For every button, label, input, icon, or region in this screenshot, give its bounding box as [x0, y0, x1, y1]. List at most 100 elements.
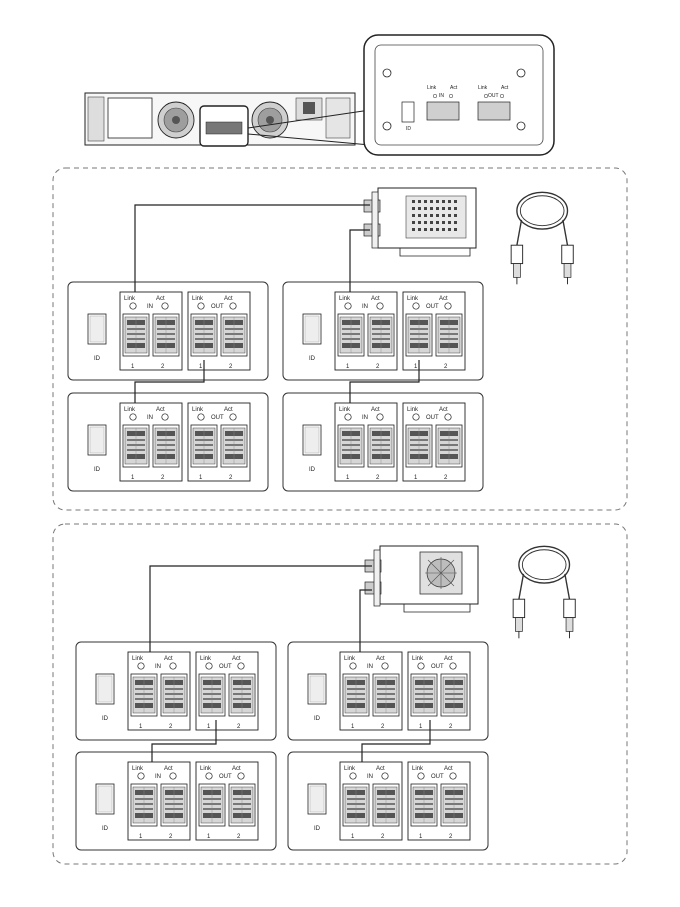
rear-chassis: [84, 92, 371, 147]
cable-icon-2: [512, 545, 576, 639]
id-label: ID: [314, 826, 321, 832]
act-label-in: Act: [156, 407, 165, 413]
zoom-out-label: OUT: [488, 93, 499, 99]
id-label: ID: [309, 356, 316, 362]
link-label-out: Link: [407, 407, 419, 413]
act-label-in: Act: [376, 766, 385, 772]
hba-card-2: [364, 545, 479, 613]
link-label-in: Link: [344, 766, 356, 772]
zoom-link-label-2: Link: [478, 85, 488, 91]
cable-icon-1: [510, 191, 574, 285]
link-label-in: Link: [344, 656, 356, 662]
port-1-label-in: 1: [351, 834, 355, 840]
act-label-out: Act: [224, 296, 233, 302]
zoom-act-label-2: Act: [501, 85, 509, 91]
port-1-label-in: 1: [346, 364, 350, 370]
link-label-out: Link: [200, 656, 212, 662]
act-label-in: Act: [156, 296, 165, 302]
port-1-label-in: 1: [346, 475, 350, 481]
out-label: OUT: [219, 664, 232, 670]
port-2-label-in: 2: [169, 724, 173, 730]
in-label: IN: [147, 415, 153, 421]
link-label-in: Link: [124, 296, 136, 302]
unit-2b: [288, 642, 488, 740]
link-label-in: Link: [339, 407, 351, 413]
id-label: ID: [309, 467, 316, 473]
link-label-out: Link: [412, 766, 424, 772]
out-label: OUT: [426, 304, 439, 310]
act-label-in: Act: [164, 766, 173, 772]
port-2-label-in: 2: [381, 724, 385, 730]
link-label-in: Link: [132, 766, 144, 772]
unit-1b: [283, 282, 483, 380]
link-label-in: Link: [124, 407, 136, 413]
port-2-label-out: 2: [229, 364, 233, 370]
zoom-in-label: IN: [439, 93, 444, 99]
cables-section-1: [134, 204, 420, 403]
port-2-label-out: 2: [449, 724, 453, 730]
unit-2a: [76, 642, 276, 740]
port-2-label-in: 2: [169, 834, 173, 840]
port-2-label-in: 2: [161, 364, 165, 370]
port-1-label-out: 1: [199, 475, 203, 481]
port-2-label-in: 2: [381, 834, 385, 840]
act-label-in: Act: [371, 407, 380, 413]
port-1-label-in: 1: [139, 724, 143, 730]
out-label: OUT: [219, 774, 232, 780]
unit-2c: [76, 752, 276, 850]
id-label: ID: [102, 716, 109, 722]
cables-section-2: [149, 565, 431, 762]
in-label: IN: [367, 774, 373, 780]
out-label: OUT: [431, 774, 444, 780]
port-1-label-out: 1: [207, 724, 211, 730]
unit-1d: [283, 393, 483, 491]
port-2-label-out: 2: [449, 834, 453, 840]
port-2-label-in: 2: [376, 364, 380, 370]
in-label: IN: [362, 415, 368, 421]
port-2-label-out: 2: [237, 724, 241, 730]
in-label: IN: [362, 304, 368, 310]
port-2-label-out: 2: [229, 475, 233, 481]
port-1-label-in: 1: [131, 364, 135, 370]
port-2-label-out: 2: [444, 364, 448, 370]
out-label: OUT: [426, 415, 439, 421]
zoom-link-label: Link: [427, 85, 437, 91]
unit-2d: [288, 752, 488, 850]
zoom-act-label: Act: [450, 85, 458, 91]
out-label: OUT: [211, 415, 224, 421]
act-label-out: Act: [224, 407, 233, 413]
link-label-out: Link: [412, 656, 424, 662]
port-2-label-out: 2: [237, 834, 241, 840]
port-1-label-in: 1: [131, 475, 135, 481]
act-label-in: Act: [376, 656, 385, 662]
act-label-out: Act: [232, 766, 241, 772]
id-label: ID: [102, 826, 109, 832]
out-label: OUT: [431, 664, 444, 670]
act-label-out: Act: [439, 296, 448, 302]
port-1-label-out: 1: [199, 364, 203, 370]
port-2-label-in: 2: [161, 475, 165, 481]
port-2-label-in: 2: [376, 475, 380, 481]
section-2: [52, 523, 628, 865]
in-label: IN: [155, 774, 161, 780]
zoom-id-label: ID: [406, 126, 411, 132]
port-1-label-out: 1: [207, 834, 211, 840]
id-label: ID: [314, 716, 321, 722]
in-label: IN: [155, 664, 161, 670]
section-1: [52, 167, 628, 511]
unit-1a: [68, 282, 268, 380]
link-label-out: Link: [192, 407, 204, 413]
port-2-label-out: 2: [444, 475, 448, 481]
unit-1c: [68, 393, 268, 491]
act-label-out: Act: [232, 656, 241, 662]
port-1-label-out: 1: [419, 834, 423, 840]
act-label-out: Act: [444, 656, 453, 662]
act-label-in: Act: [164, 656, 173, 662]
hba-card-1: [363, 187, 477, 257]
port-1-label-in: 1: [351, 724, 355, 730]
out-label: OUT: [211, 304, 224, 310]
link-label-out: Link: [407, 296, 419, 302]
port-1-label-in: 1: [139, 834, 143, 840]
